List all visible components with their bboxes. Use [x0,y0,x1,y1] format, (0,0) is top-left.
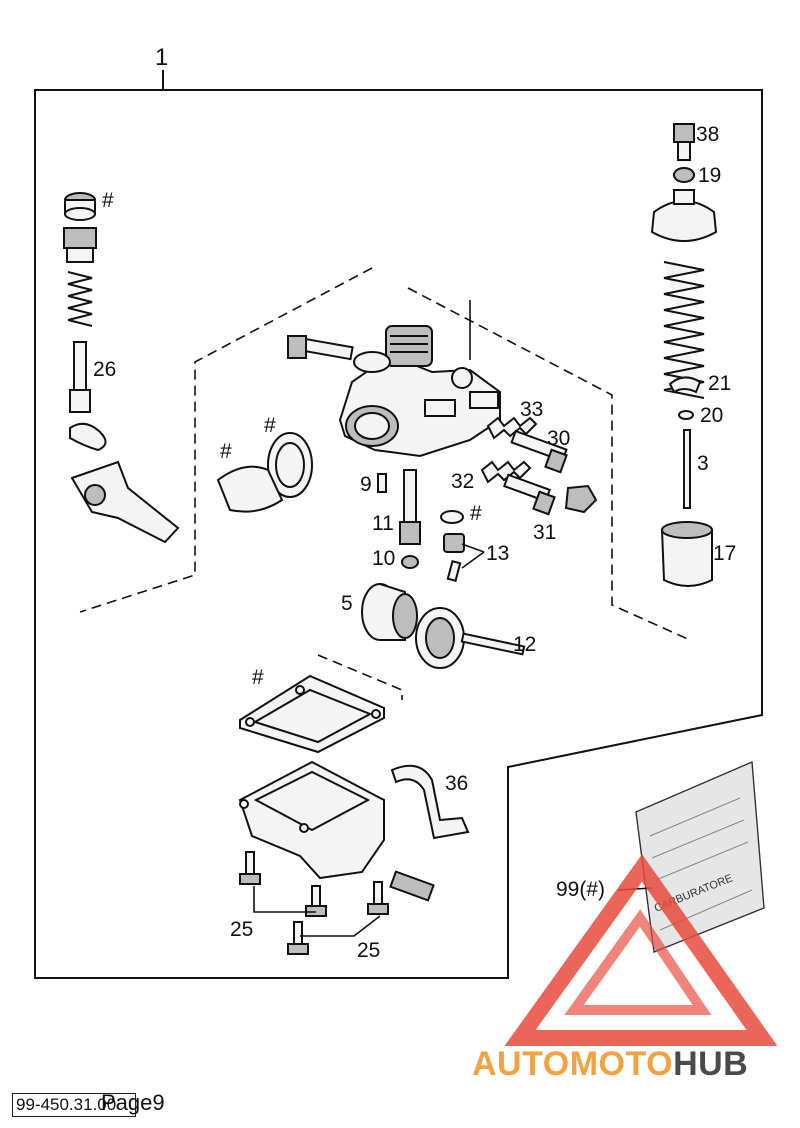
bowl-screws [239,851,389,955]
callout-19: 19 [698,164,721,187]
leader-25b [300,915,381,937]
watermark-word-orange: AUTOMOTO [472,1045,674,1083]
callout-1: 1 [155,44,168,71]
slide-assembly [650,123,718,587]
jets [377,469,465,582]
callout-11: 11 [372,512,394,535]
callout-5: 5 [341,592,353,615]
adjusting-screws [480,416,598,516]
floats [361,583,526,669]
callout-13: 13 [486,542,509,565]
callout-26: 26 [93,358,116,381]
callout-21: 21 [708,372,731,395]
watermark-logo [504,854,778,1046]
callout-17: 17 [713,542,736,565]
watermark-word-dark: HUB [673,1045,749,1083]
cold-start-plunger [63,192,180,544]
watermark-text: AUTOMOTOHUB [472,1045,748,1084]
callout-36: 36 [445,772,468,795]
callout-99: 99(#) [556,878,605,901]
float-bowl [238,760,435,902]
float-bowl-gasket [239,674,385,754]
callout-hash-4: # [470,502,482,525]
callout-hash-1: # [102,189,114,212]
callout-hash-2: # [220,440,232,463]
callout-33: 33 [520,398,543,421]
callout-25-a: 25 [230,918,253,941]
dashed-guides [79,267,691,700]
callout-31: 31 [533,521,556,544]
callout-12: 12 [513,633,536,656]
callout-hash-3: # [264,414,276,437]
intake-rings [216,432,313,513]
leader-13 [461,543,485,569]
callout-10: 10 [372,547,395,570]
callout-25-b: 25 [357,939,380,962]
footer-page-number: Page9 [101,1090,165,1115]
callout-3: 3 [697,452,709,475]
carburettor-body [287,300,501,458]
assembly-frame [34,89,763,979]
callout-9: 9 [360,473,372,496]
callout-20: 20 [700,404,723,427]
gasket-kit-bag: CARBURATORE [635,760,765,953]
callout-32: 32 [451,470,474,493]
overflow-hose [390,764,470,840]
footer-part-code: 99-450.31.00 [12,1093,136,1117]
callout-hash-5: # [252,666,264,689]
callout-38: 38 [696,123,719,146]
callout-30: 30 [547,427,570,450]
leader-25a [253,886,316,913]
